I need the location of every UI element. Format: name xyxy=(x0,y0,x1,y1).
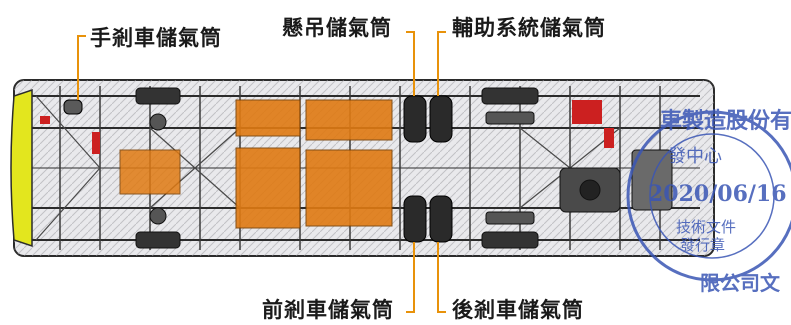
stamp-date: 2020/06/16 xyxy=(648,181,787,207)
leader-auxiliary xyxy=(437,31,446,96)
stamp-bottom-line2: 發行章 xyxy=(680,236,725,254)
stamp-top-text: 車製造股份有 xyxy=(660,108,791,134)
leader-suspension xyxy=(406,31,415,96)
label-handbrake-tank: 手剎車儲氣筒 xyxy=(90,26,222,50)
front-panel xyxy=(10,88,33,248)
label-auxiliary-tank: 輔助系統儲氣筒 xyxy=(452,16,606,40)
stamp-outer-ring xyxy=(626,110,791,282)
leader-rear-brake xyxy=(437,242,446,313)
stamp-side-text: 限公司文 xyxy=(700,271,781,295)
handbrake-tank-shape xyxy=(63,99,83,115)
leader-lines xyxy=(77,31,446,313)
suspension-tank-shape xyxy=(403,95,427,143)
auxiliary-tank-shape xyxy=(429,95,453,143)
label-rear-brake-tank: 後剎車儲氣筒 xyxy=(452,298,584,322)
leader-front-brake xyxy=(406,242,415,313)
front-wheels xyxy=(135,87,181,249)
rear-wheels xyxy=(481,87,539,249)
rear-brake-tank-shape xyxy=(429,195,453,243)
stamp-inner-ring xyxy=(649,133,775,259)
stamp-center-line: 發中心 xyxy=(668,146,722,167)
red-components xyxy=(40,100,614,154)
label-front-brake-tank: 前剎車儲氣筒 xyxy=(262,298,394,322)
approval-stamp: 車製造股份有 發中心 2020/06/16 技術文件 發行章 限公司文 xyxy=(626,108,791,295)
bus-chassis xyxy=(10,79,715,257)
stamp-bottom-line1: 技術文件 xyxy=(676,218,736,236)
label-suspension-tank: 懸吊儲氣筒 xyxy=(282,16,392,40)
front-brake-tank-shape xyxy=(403,195,427,243)
leader-handbrake xyxy=(77,35,86,100)
engine-modules xyxy=(119,99,393,229)
